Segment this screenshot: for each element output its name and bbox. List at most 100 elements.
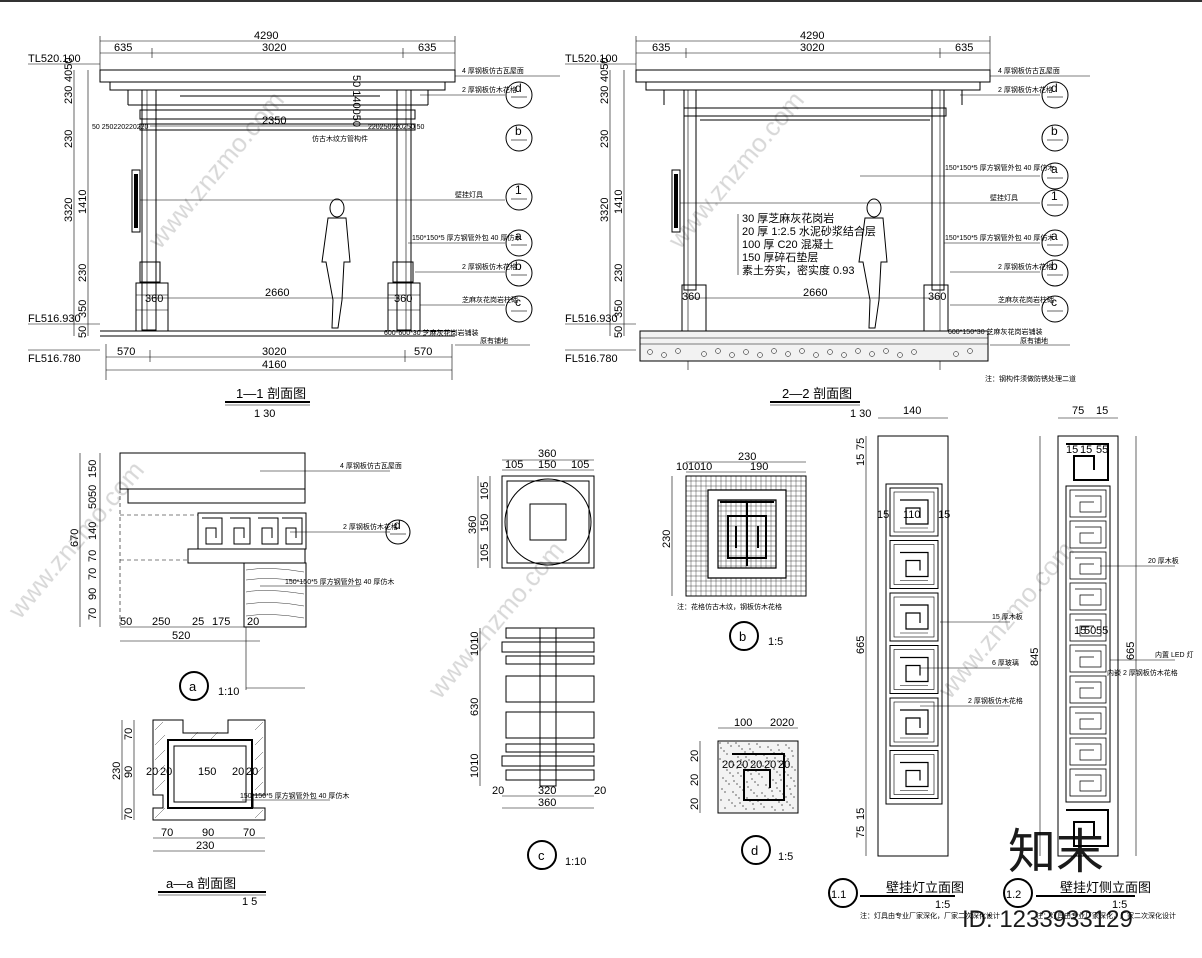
svg-text:250: 250 <box>152 616 170 628</box>
lamp-side-lattice <box>1069 489 1107 797</box>
svg-text:15: 15 <box>855 454 867 466</box>
lamp-lattice-panels <box>889 487 939 799</box>
svg-text:1010: 1010 <box>469 632 481 656</box>
svg-text:230: 230 <box>599 86 611 104</box>
level-tl: TL520.100 <box>28 53 81 65</box>
svg-text:仿古木纹方管构件: 仿古木纹方管构件 <box>312 134 368 143</box>
detail-b: 230 10 10 10 190 230 注：花格仿古木纹，钢板仿木花格 b 1… <box>661 451 807 651</box>
svg-text:4 厚钢板仿古瓦屋面: 4 厚钢板仿古瓦屋面 <box>340 461 402 470</box>
svg-text:70: 70 <box>87 568 99 580</box>
dim-635: 635 <box>652 42 670 54</box>
svg-text:105: 105 <box>479 482 491 500</box>
svg-text:20: 20 <box>247 616 259 628</box>
svg-text:600*150*30 芝麻灰花岗岩铺装: 600*150*30 芝麻灰花岗岩铺装 <box>948 327 1043 336</box>
column-base-left <box>139 261 161 283</box>
svg-text:150*150*5 厚方钢管外包 40 厚仿木: 150*150*5 厚方钢管外包 40 厚仿木 <box>240 791 349 800</box>
detail-a-tag <box>179 671 209 701</box>
svg-text:素土夯实，密实度 0.93: 素土夯实，密实度 0.93 <box>742 263 854 277</box>
dim-chain-right: 220250220250 50 <box>368 124 425 131</box>
svg-text:20: 20 <box>492 785 504 797</box>
plinth-left <box>135 282 169 332</box>
dim-v-3320: 3320 <box>63 198 75 222</box>
scale-figure <box>321 198 351 329</box>
svg-text:10: 10 <box>688 461 700 473</box>
dim-3020: 3020 <box>262 346 286 358</box>
dim-2660: 2660 <box>265 287 289 299</box>
svg-text:2 厚钢板仿木花格: 2 厚钢板仿木花格 <box>343 522 398 531</box>
svg-text:内置 LED 灯: 内置 LED 灯 <box>1155 650 1194 659</box>
svg-text:50: 50 <box>613 326 625 338</box>
svg-text:20 厚 1:2.5 水泥砂浆结合层: 20 厚 1:2.5 水泥砂浆结合层 <box>742 224 876 238</box>
svg-text:55: 55 <box>1096 444 1108 456</box>
svg-text:20: 20 <box>232 766 244 778</box>
svg-text:845: 845 <box>1029 648 1041 666</box>
lamp-side-elevation: 75 15 15 15 55 845 15 50 55 665 20 厚木板 内… <box>1003 405 1194 920</box>
dim-635: 635 <box>418 42 436 54</box>
svg-text:注：灯具由专业厂家深化，厂家二次深化设计: 注：灯具由专业厂家深化，厂家二次深化设计 <box>860 911 1000 920</box>
lamp-side-title: 壁挂灯侧立面图 <box>1060 880 1151 895</box>
dim-v-1410: 1410 <box>77 190 89 214</box>
dim-635: 635 <box>114 42 132 54</box>
svg-text:b: b <box>1051 259 1058 273</box>
svg-text:70: 70 <box>87 550 99 562</box>
dim-360-right: 360 <box>394 293 412 305</box>
svg-text:1: 1 <box>515 183 522 197</box>
svg-text:6 厚玻璃: 6 厚玻璃 <box>992 658 1019 667</box>
dim-v-350: 350 <box>77 300 89 318</box>
roof-slab <box>99 69 456 83</box>
svg-text:320: 320 <box>538 785 556 797</box>
svg-text:FL516.780: FL516.780 <box>565 353 618 365</box>
svg-text:注：钢构件须做防锈处理二道: 注：钢构件须做防锈处理二道 <box>985 374 1076 383</box>
dim-chain-left: 50 250220220220 <box>92 124 149 131</box>
detail-c: 360 105 150 105 105 150 105 360 1010 630… <box>467 448 606 870</box>
detail-d: 100 20 20 20 20 20 20 20 20 20 20 d 1:5 <box>689 717 799 865</box>
lamp-front-tag <box>828 878 858 908</box>
svg-text:70: 70 <box>161 827 173 839</box>
svg-text:70: 70 <box>123 728 135 740</box>
svg-text:b: b <box>515 124 522 138</box>
svg-text:a: a <box>515 229 522 243</box>
dim-chain-vert: 50 140050 <box>350 75 362 127</box>
svg-text:壁挂灯具: 壁挂灯具 <box>455 190 483 199</box>
detail-a: 150 50 50 140 70 670 70 90 70 50 250 25 … <box>69 452 411 701</box>
svg-text:150*150*5 厚方钢管外包 40 厚仿木: 150*150*5 厚方钢管外包 40 厚仿木 <box>945 163 1054 172</box>
dim-v-230: 230 <box>77 264 89 282</box>
svg-text:20 厚木板: 20 厚木板 <box>1148 556 1179 565</box>
svg-text:30 厚芝麻灰花岗岩: 30 厚芝麻灰花岗岩 <box>742 211 834 225</box>
hatch-fill <box>154 721 264 819</box>
svg-text:150 厚碎石垫层: 150 厚碎石垫层 <box>742 250 818 264</box>
svg-text:20: 20 <box>750 759 762 771</box>
dim-v-230: 230 <box>63 86 75 104</box>
svg-text:140: 140 <box>903 405 921 417</box>
svg-text:1.2: 1.2 <box>1006 889 1021 901</box>
svg-text:4050: 4050 <box>599 58 611 82</box>
svg-text:a: a <box>189 679 197 694</box>
svg-text:20: 20 <box>782 717 794 729</box>
tie-beam <box>139 123 416 131</box>
svg-text:2 厚钢板仿木花格: 2 厚钢板仿木花格 <box>462 262 517 271</box>
svg-text:150*150*5 厚方钢管外包 40 厚仿木: 150*150*5 厚方钢管外包 40 厚仿木 <box>285 577 394 586</box>
dim-360-left: 360 <box>145 293 163 305</box>
callouts-2-2: 4 厚钢板仿古瓦屋面 2 厚钢板仿木花格 150*150*5 厚方钢管外包 40… <box>680 66 1090 383</box>
dim-4160: 4160 <box>262 359 286 371</box>
svg-text:230: 230 <box>599 130 611 148</box>
svg-text:150: 150 <box>87 460 99 478</box>
svg-text:105: 105 <box>479 544 491 562</box>
watermark-id: ID: 1233933129 <box>962 906 1133 933</box>
svg-text:注：灯具由专业厂家深化，厂家二次深化设计: 注：灯具由专业厂家深化，厂家二次深化设计 <box>1036 911 1176 920</box>
dim-4290: 4290 <box>254 30 278 42</box>
svg-text:1: 1 <box>1051 189 1058 203</box>
svg-text:20: 20 <box>594 785 606 797</box>
svg-text:150*150*5 厚方钢管外包 40 厚仿木: 150*150*5 厚方钢管外包 40 厚仿木 <box>412 233 521 242</box>
svg-text:150*150*5 厚方钢管外包 40 厚仿木: 150*150*5 厚方钢管外包 40 厚仿木 <box>945 233 1054 242</box>
svg-text:90: 90 <box>202 827 214 839</box>
svg-text:90: 90 <box>87 588 99 600</box>
svg-text:TL520.100: TL520.100 <box>565 53 618 65</box>
meander-pattern <box>202 517 303 545</box>
svg-text:壁挂灯具: 壁挂灯具 <box>990 193 1018 202</box>
svg-text:10: 10 <box>700 461 712 473</box>
pavement-layers-legend: 30 厚芝麻灰花岗岩 20 厚 1:2.5 水泥砂浆结合层 100 厚 C20 … <box>737 211 876 277</box>
section-2-2-scale: 1 30 <box>850 408 871 420</box>
svg-text:665: 665 <box>855 636 867 654</box>
column-base-right <box>392 261 414 283</box>
